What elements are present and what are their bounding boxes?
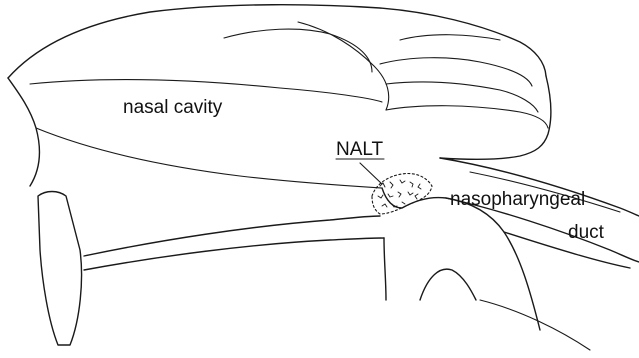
palate-lower [84,238,384,270]
label-nalt: NALT [336,139,384,160]
nalt-leader-line [360,163,382,184]
turbinate-2 [298,22,389,110]
descending-line [384,238,386,300]
turbinate-5 [400,35,500,40]
turbinate-3 [380,58,532,86]
jaw-block [38,192,82,346]
palate-upper [84,216,380,256]
cavity-floor [36,128,382,188]
lower-arch [420,269,476,300]
posterior-upper [440,76,551,159]
label-duct: duct [568,222,605,243]
label-nasopharyngeal: nasopharyngeal [450,189,585,210]
dorsal-outline [8,5,546,78]
label-nasal-cavity: nasal cavity [123,97,223,118]
rostral-outline [8,78,39,186]
turbinate-1 [224,29,372,72]
turbinate-6 [386,106,548,128]
right-bottom-curve [480,300,590,350]
